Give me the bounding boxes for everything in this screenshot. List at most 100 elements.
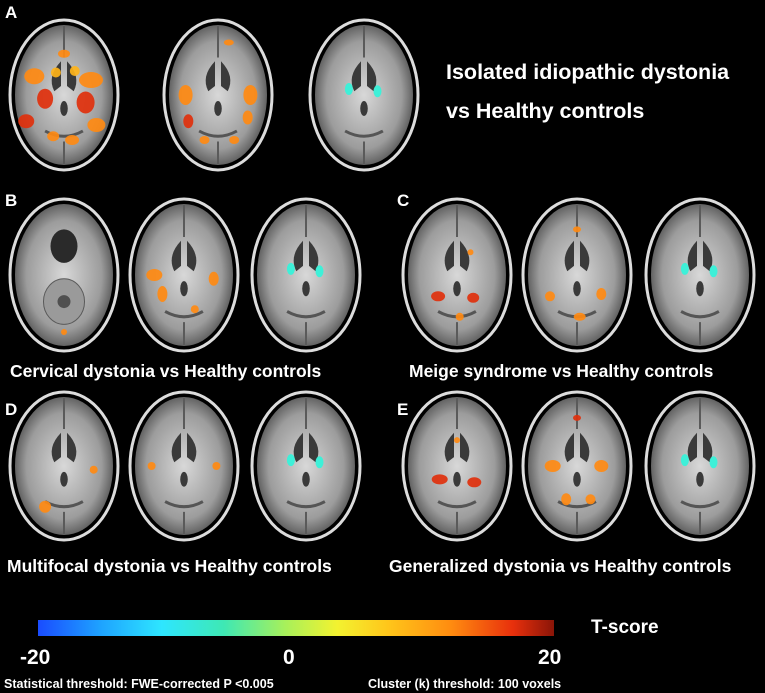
colorbar-mid-tick: 0	[283, 646, 295, 669]
activation-cluster	[87, 118, 106, 132]
activation-cluster	[454, 437, 460, 444]
brain-b2	[128, 197, 240, 353]
colorbar-max-tick: 20	[538, 646, 562, 669]
skull-outline	[521, 197, 633, 353]
activation-cluster	[199, 136, 210, 144]
activation-cluster	[157, 286, 168, 302]
brain-tissue	[651, 204, 749, 346]
brain-a1	[8, 18, 120, 172]
activation-cluster	[243, 85, 258, 105]
tscore-colorbar	[38, 620, 554, 636]
activation-cluster	[544, 460, 561, 472]
activation-cluster	[455, 312, 464, 321]
brain-b3	[250, 197, 362, 353]
activation-cluster	[190, 305, 199, 314]
skull-outline	[8, 18, 120, 172]
activation-cluster	[24, 68, 45, 85]
negative-cluster	[315, 456, 324, 469]
brain-b1	[8, 197, 120, 353]
brain-tissue	[135, 397, 233, 535]
brain-tissue	[651, 397, 749, 535]
statistical-threshold-text: Statistical threshold: FWE-corrected P <…	[4, 677, 274, 691]
brain-tissue	[257, 397, 355, 535]
activation-cluster	[573, 312, 586, 321]
skull-outline	[128, 390, 240, 542]
skull-outline	[128, 197, 240, 353]
brain-c3	[644, 197, 756, 353]
brain-c1	[401, 197, 513, 353]
activation-cluster	[178, 85, 193, 105]
panel-e-caption: Generalized dystonia vs Healthy controls	[389, 556, 732, 576]
activation-cluster	[50, 67, 61, 78]
brain-d3	[250, 390, 362, 542]
activation-cluster	[18, 114, 35, 129]
activation-cluster	[242, 110, 253, 125]
negative-cluster	[709, 456, 718, 469]
activation-cluster	[147, 462, 156, 470]
skull-outline	[8, 197, 120, 353]
activation-cluster	[229, 136, 240, 144]
colorbar-label: T-score	[591, 617, 659, 638]
negative-cluster	[344, 83, 353, 95]
brain-tissue	[528, 397, 626, 535]
activation-cluster	[596, 288, 607, 300]
panel-d-caption: Multifocal dystonia vs Healthy controls	[7, 556, 332, 576]
activation-cluster	[431, 474, 448, 485]
panel-label-e: E	[397, 400, 409, 419]
activation-cluster	[467, 249, 474, 256]
brain-tissue	[15, 397, 113, 535]
skull-outline	[250, 197, 362, 353]
skull-outline	[250, 390, 362, 542]
brain-a3	[308, 18, 420, 172]
panel-label-a: A	[5, 3, 18, 22]
brain-tissue	[315, 25, 413, 165]
colorbar-min-tick: -20	[20, 646, 51, 669]
skull-outline	[644, 390, 756, 542]
skull-outline	[401, 197, 513, 353]
negative-cluster	[286, 454, 295, 467]
activation-cluster	[79, 72, 103, 88]
activation-cluster	[183, 114, 194, 129]
activation-cluster	[573, 414, 581, 421]
activation-cluster	[61, 329, 67, 335]
skull-outline	[162, 18, 274, 172]
skull-outline	[401, 390, 513, 542]
activation-cluster	[561, 493, 572, 506]
brain-tissue	[408, 204, 506, 346]
panel-c-caption: Meige syndrome vs Healthy controls	[409, 361, 714, 381]
brain-e2	[521, 390, 633, 542]
brain-tissue	[15, 25, 113, 165]
brain-a2	[162, 18, 274, 172]
activation-cluster	[146, 269, 163, 281]
negative-cluster	[680, 454, 689, 467]
panel-a-title-line2: vs Healthy controls	[446, 99, 645, 123]
skull-outline	[8, 390, 120, 542]
activation-cluster	[39, 500, 52, 513]
cluster-threshold-text: Cluster (k) threshold: 100 voxels	[368, 677, 562, 691]
brain-tissue	[528, 204, 626, 346]
skull-outline	[521, 390, 633, 542]
negative-cluster	[286, 262, 295, 275]
skull-outline	[644, 197, 756, 353]
brain-tissue	[408, 397, 506, 535]
activation-cluster	[69, 66, 80, 76]
activation-cluster	[594, 460, 609, 472]
activation-cluster	[223, 39, 234, 46]
brain-c2	[521, 197, 633, 353]
activation-cluster	[545, 291, 555, 302]
negative-cluster	[680, 262, 689, 275]
activation-cluster	[65, 135, 80, 145]
activation-cluster	[467, 292, 480, 303]
activation-cluster	[37, 88, 54, 109]
brain-e1	[401, 390, 513, 542]
brain-tissue	[15, 204, 113, 346]
brain-d2	[128, 390, 240, 542]
activation-cluster	[76, 91, 95, 114]
panel-a-title-line1: Isolated idiopathic dystonia	[446, 60, 730, 84]
activation-cluster	[585, 494, 596, 505]
activation-cluster	[467, 477, 482, 488]
negative-cluster	[315, 265, 324, 278]
activation-cluster	[89, 465, 98, 474]
negative-cluster	[709, 265, 718, 278]
negative-cluster	[373, 85, 382, 98]
